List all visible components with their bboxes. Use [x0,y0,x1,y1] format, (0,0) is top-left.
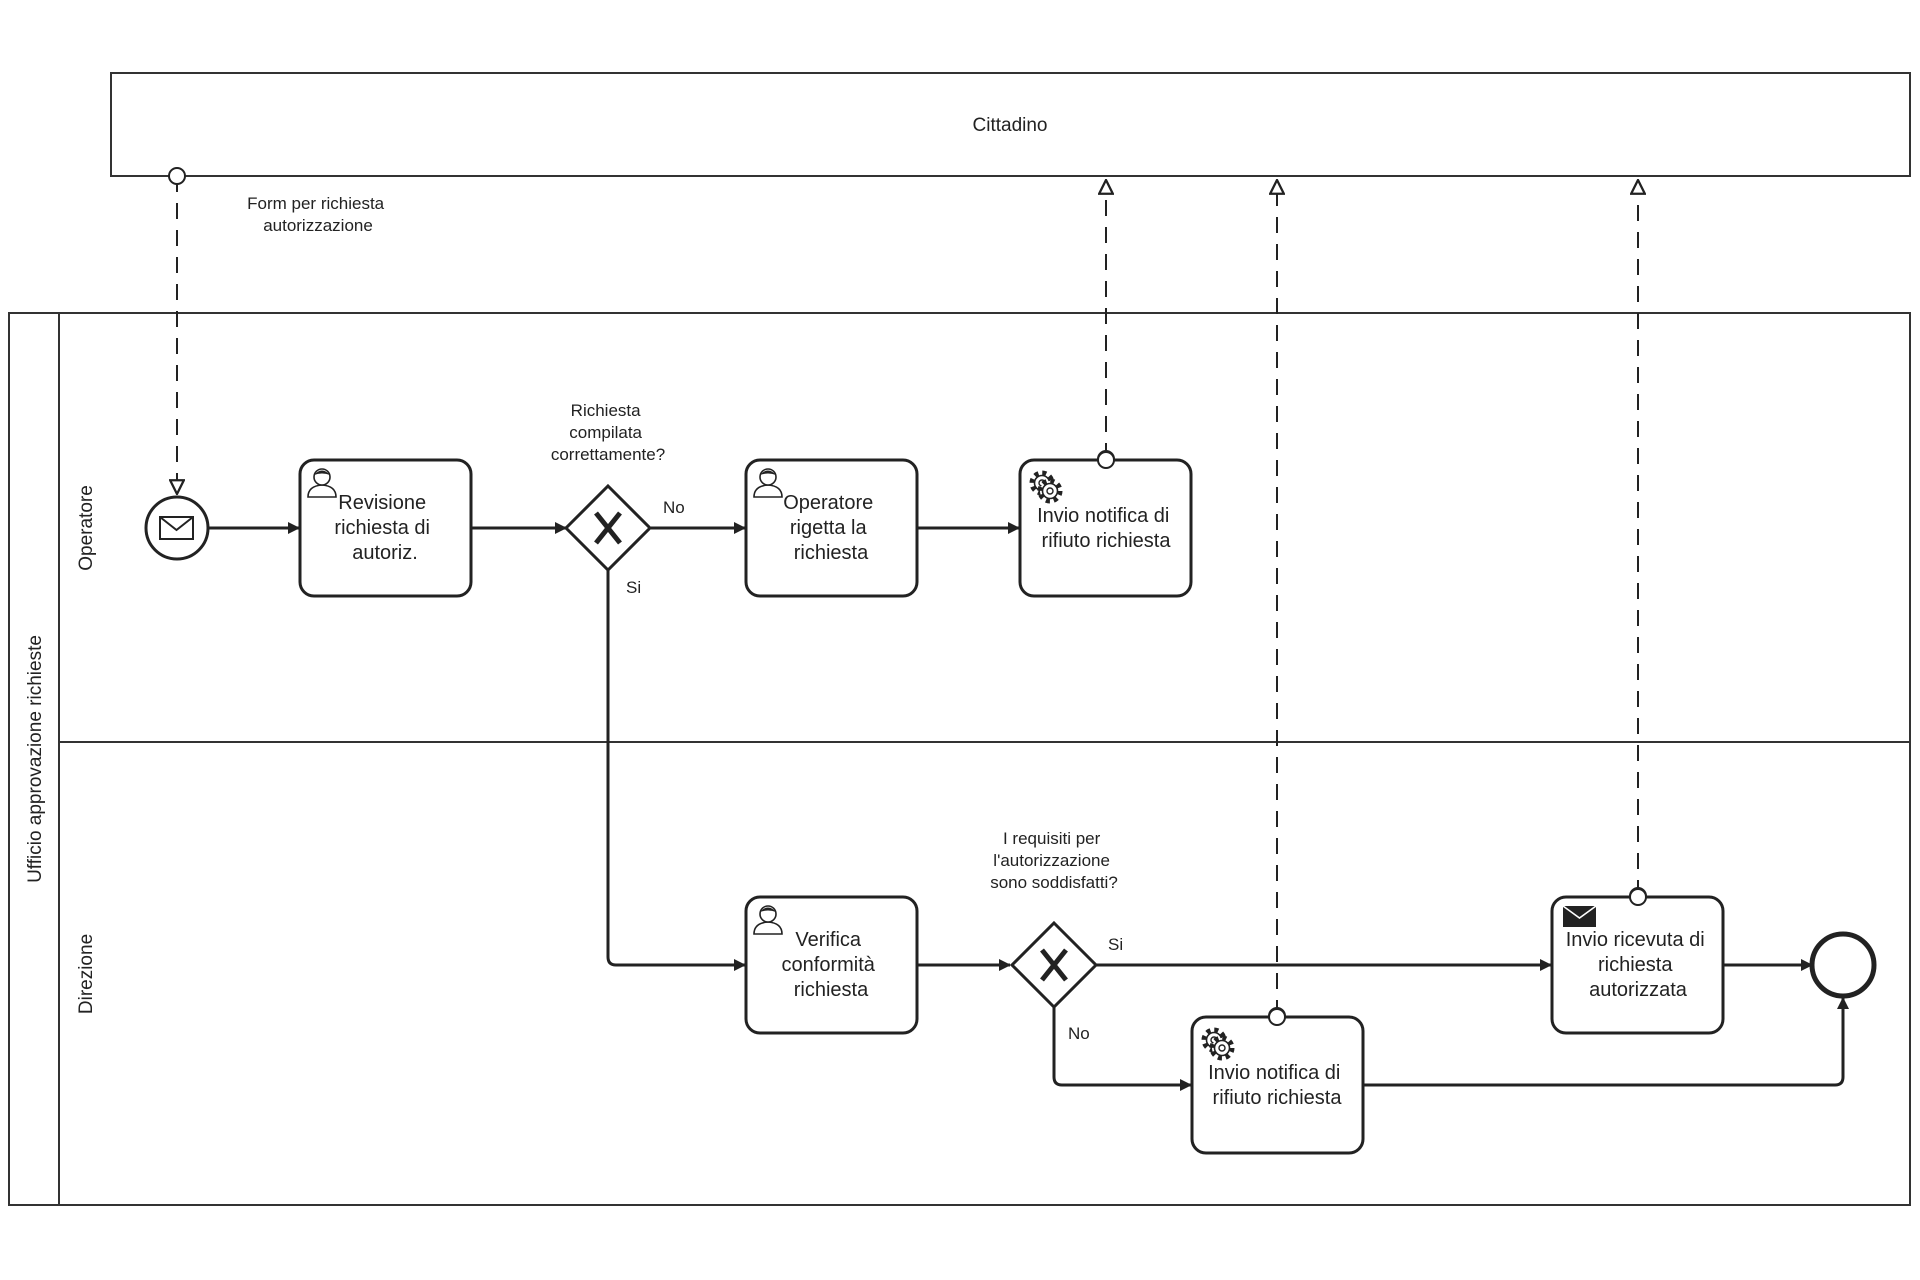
lane-operatore-label: Operatore [76,485,97,571]
task-notifica-bottom-label: Invio notifica di rifiuto richiesta [1208,1062,1346,1109]
gear-icon [1029,470,1063,504]
task-revisione-label: Revisione richiesta di autoriz. [334,492,435,564]
user-icon [753,468,783,498]
pool-ufficio[interactable]: Ufficio approvazione richieste Operatore… [8,312,1911,1206]
task-revisione[interactable]: Revisione richiesta di autoriz. [298,458,473,598]
pool-cittadino[interactable]: Cittadino [110,72,1911,177]
task-verifica-label: Verifica conformità richiesta [782,929,881,1001]
envelope-icon [159,516,194,540]
envelope-filled-icon [1562,905,1597,927]
user-icon [307,468,337,498]
user-icon [753,905,783,935]
lane-direzione-label: Direzione [76,934,97,1014]
x-mark-icon [1040,948,1068,982]
message-flow-source-dot [168,167,186,185]
x-mark-icon [594,511,622,545]
start-event[interactable] [144,495,210,561]
pool-cittadino-label: Cittadino [973,115,1048,136]
task-verifica[interactable]: Verifica conformità richiesta [744,895,919,1035]
task-notifica-rifiuto-direzione[interactable]: Invio notifica di rifiuto richiesta [1190,1015,1365,1155]
task-ricevuta-label: Invio ricevuta di richiesta autorizzata [1566,929,1711,1001]
end-event[interactable] [1809,931,1877,999]
flow-notifica-end [1363,997,1849,1087]
message-anchor-dots [1097,451,1647,1026]
gateway-1-no-label: No [663,498,685,517]
flow-g2-notifica [1052,1007,1192,1091]
gateway-question-2: I requisiti per l'autorizzazione sono so… [990,829,1118,892]
task-rigetta[interactable]: Operatore rigetta la richiesta [744,458,919,598]
task-ricevuta[interactable]: Invio ricevuta di richiesta autorizzata [1550,895,1725,1035]
gateway-question-1: Richiesta compilata correttamente? [551,401,665,464]
flow-g1-verifica [606,570,746,971]
gateway-richiesta-compilata[interactable] [563,483,653,573]
gateway-1-yes-label: Si [626,578,641,597]
gateway-requisiti[interactable] [1009,920,1099,1010]
gateway-2-yes-label: Si [1108,935,1123,954]
task-rigetta-label: Operatore rigetta la richiesta [783,492,879,564]
pool-ufficio-label: Ufficio approvazione richieste [25,635,46,883]
gear-icon [1201,1027,1235,1061]
task-notifica-top-label: Invio notifica di rifiuto richiesta [1037,505,1175,552]
message-label-form: Form per richiesta autorizzazione [247,194,389,235]
gateway-2-no-label: No [1068,1024,1090,1043]
task-notifica-rifiuto-operatore[interactable]: Invio notifica di rifiuto richiesta [1018,458,1193,598]
sequence-flows [209,522,1849,1091]
